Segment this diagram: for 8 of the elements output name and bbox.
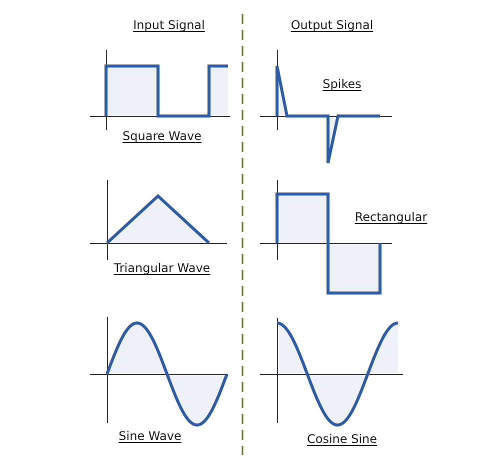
- wave-label: Spikes: [322, 77, 362, 91]
- wave-label: Square Wave: [122, 129, 202, 143]
- column-heading: Output Signal: [290, 18, 374, 32]
- wave-label: Rectangular: [354, 210, 428, 224]
- wave-label: Cosine Sine: [306, 432, 378, 446]
- wave-label: Sine Wave: [118, 429, 182, 443]
- column-heading: Input Signal: [133, 18, 205, 32]
- wave-label: Triangular Wave: [114, 261, 210, 275]
